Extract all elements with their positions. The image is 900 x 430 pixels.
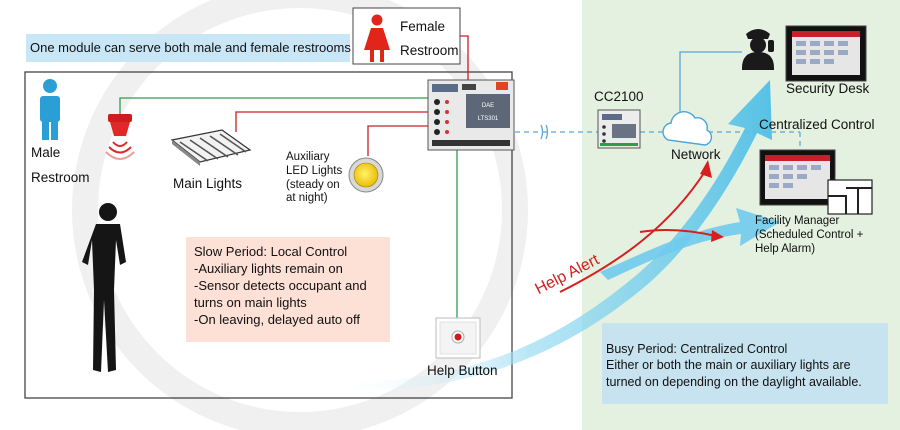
network-cloud-icon	[662, 111, 713, 146]
female-label-line1: Female	[400, 19, 446, 34]
slow-period-line: turns on main lights	[194, 294, 307, 310]
top-note: One module can serve both male and femal…	[30, 40, 351, 55]
security-desk-label: Security Desk	[786, 81, 870, 96]
female-label-line2: Restroom	[400, 43, 459, 58]
aux-lights-label: Auxiliary LED Lights (steady on at night…	[286, 151, 342, 206]
occupancy-sensor-icon	[105, 114, 135, 160]
busy-period-line: turned on depending on the daylight avai…	[606, 374, 862, 389]
busy-period-title: Busy Period: Centralized Control	[606, 342, 788, 356]
watermark-ring	[72, 0, 528, 430]
restroom-frame	[24, 71, 513, 399]
male-label-line2: Restroom	[31, 170, 90, 185]
top-note-bg	[26, 34, 350, 62]
main-lights-label: Main Lights	[173, 176, 243, 191]
aux-lights-label-line: Auxiliary	[286, 151, 330, 163]
aux-lights-label-line: (steady on	[286, 178, 340, 191]
busy-period-bg	[602, 323, 888, 404]
floor-plan-icon	[827, 179, 873, 215]
facility-manager-label-line: Facility Manager	[755, 215, 840, 227]
main-lights-icon	[170, 129, 252, 166]
aux-lights-label-line: at night)	[286, 192, 328, 205]
help-button-label: Help Button	[427, 363, 498, 378]
lts301-module-icon	[427, 79, 515, 151]
wireless-gap-icon	[540, 124, 549, 140]
help-button-device[interactable]	[435, 317, 481, 359]
help-alert-arrow-facility	[639, 228, 717, 237]
busy-period-box: Busy Period: Centralized Control Either …	[606, 341, 886, 390]
slow-period-line: -On leaving, delayed auto off	[194, 311, 360, 327]
main-lights-wire	[235, 111, 428, 132]
centralized-control-label: Centralized Control	[759, 117, 875, 132]
cc2100-device-icon	[597, 109, 641, 149]
module-brand: DAE	[482, 103, 494, 109]
security-guard-icon	[742, 29, 774, 70]
facility-manager-label: Facility Manager (Scheduled Control + He…	[755, 215, 863, 256]
network-label: Network	[671, 147, 721, 162]
facility-manager-label-line: (Scheduled Control +	[755, 228, 864, 241]
slow-period-line: -Auxiliary lights remain on	[194, 260, 343, 276]
help-alert-sweep-upper	[330, 80, 772, 390]
slow-period-box: Slow Period: Local Control -Auxiliary li…	[194, 244, 384, 328]
busy-period-line: Either or both the main or auxiliary lig…	[606, 358, 851, 373]
help-alert-sweep-lower	[600, 208, 780, 280]
slow-period-title: Slow Period: Local Control	[194, 244, 348, 259]
male-restroom-icon	[40, 79, 60, 140]
network-to-security-link	[679, 51, 742, 118]
security-monitor-icon	[785, 25, 867, 82]
sensor-wire	[119, 97, 428, 114]
slow-period-line: -Sensor detects occupant and	[194, 277, 367, 293]
module-model: LTS301	[478, 116, 499, 122]
help-alert-arrow-security	[559, 169, 707, 293]
help-alert-arrowhead-facility	[711, 230, 724, 242]
aux-led-light-icon	[348, 157, 384, 193]
female-sign-wire	[460, 35, 469, 84]
facility-manager-label-line: Help Alarm)	[755, 242, 816, 255]
occupant-silhouette-icon	[82, 203, 126, 372]
help-alert-arrowhead-security	[700, 160, 712, 178]
cc2100-label: CC2100	[594, 89, 644, 104]
aux-lights-wire	[367, 125, 428, 156]
female-restroom-icon	[364, 14, 390, 62]
slow-period-bg	[186, 237, 390, 342]
aux-lights-label-line: LED Lights	[286, 164, 343, 177]
facility-monitor-icon	[759, 149, 836, 206]
male-label-line1: Male	[31, 145, 61, 160]
